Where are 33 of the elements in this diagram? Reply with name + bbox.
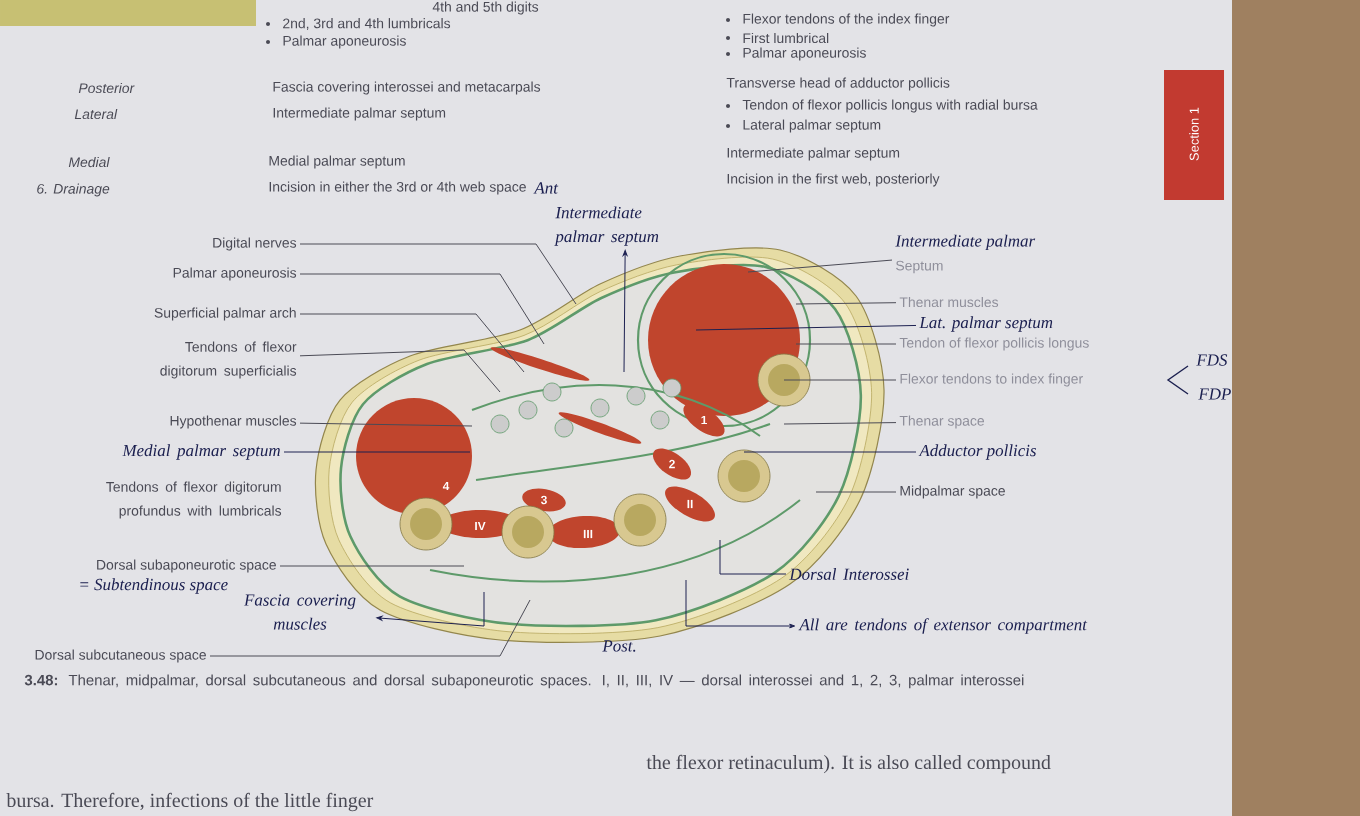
handwritten-label: Fascia covering muscles [243, 594, 356, 630]
leader-line [743, 451, 917, 453]
leader-line [299, 422, 473, 427]
leader-line [299, 349, 501, 393]
handwritten-label: Intermediate palmar septum [554, 206, 659, 246]
leader-line [719, 539, 787, 575]
leader-line [795, 302, 897, 305]
handwritten-note: = Subtendinous space [80, 578, 228, 594]
handwritten-note: Ant [533, 182, 559, 194]
leader-line [783, 422, 897, 425]
leader-line [795, 343, 897, 345]
handwritten-note: FDS [1196, 354, 1228, 366]
leader-line [209, 599, 531, 657]
leader-line [279, 565, 465, 567]
handwritten-label: Lat. palmar septum [919, 316, 1053, 332]
leader-line [695, 324, 917, 331]
leader-line [299, 243, 577, 305]
leader-line [783, 379, 897, 381]
leader-line [376, 591, 485, 627]
handwritten-label: Medial palmar septum [122, 444, 280, 460]
leader-line [685, 579, 796, 629]
handwritten-label: All are tendons of extensor compartment [798, 618, 1088, 634]
leader-line [747, 259, 893, 273]
handwritten-label: Adductor pollicis [918, 444, 1037, 460]
leader-line [283, 451, 471, 453]
body-text: the flexor retinaculum). It is also called compound [646, 754, 1051, 774]
leader-line [815, 491, 897, 493]
leader-line [299, 273, 545, 345]
handwritten-note: Post. [602, 640, 636, 652]
leader-line [622, 249, 628, 373]
handwritten-note: FDP [1198, 388, 1231, 400]
leader-line [299, 313, 525, 373]
body-text: bursa. Therefore, infections of the little finger [6, 792, 374, 812]
